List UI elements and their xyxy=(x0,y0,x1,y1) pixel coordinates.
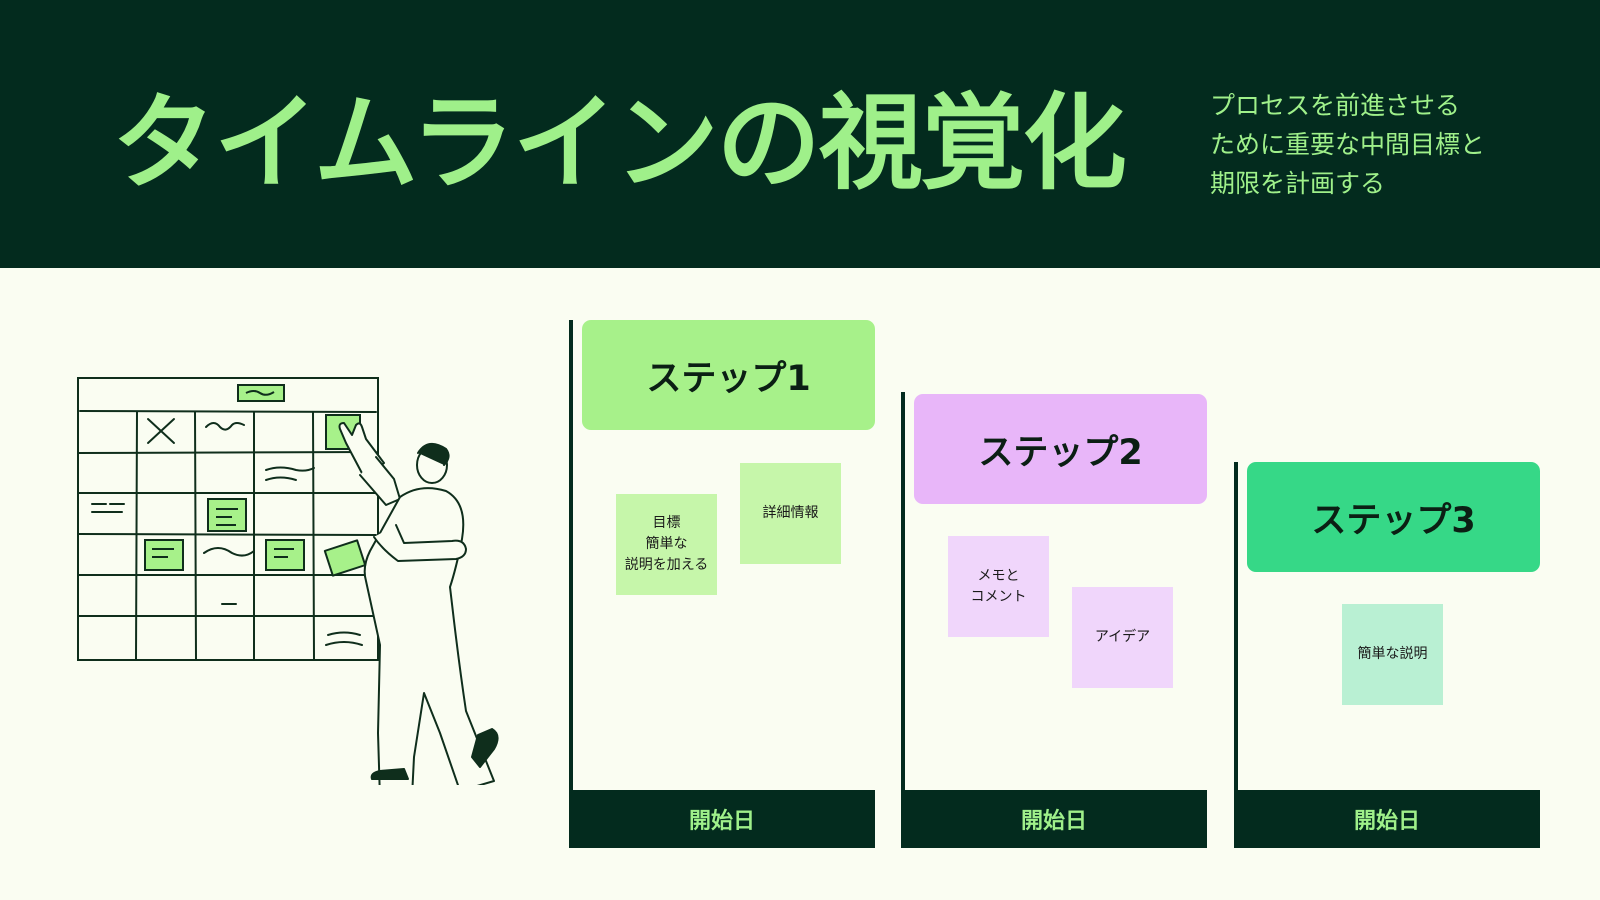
sticky-note-idea: アイデア xyxy=(1072,587,1173,688)
start-date-bar-1: 開始日 xyxy=(569,790,875,848)
step-column-2: ステップ2 メモと コメント アイデア 開始日 xyxy=(901,392,1207,848)
step-card-2: ステップ2 xyxy=(914,394,1207,504)
sticky-note-goal: 目標 簡単な 説明を加える xyxy=(616,494,717,595)
subtitle-line: 期限を計画する xyxy=(1210,169,1386,198)
sticky-note-memo: メモと コメント xyxy=(948,536,1049,637)
note-line: メモと xyxy=(977,567,1020,584)
note-line: 目標 xyxy=(652,515,681,531)
sticky-note-summary: 簡単な説明 xyxy=(1342,604,1443,705)
timeline-line xyxy=(1234,462,1238,848)
page-title: タイムラインの視覚化 xyxy=(112,82,1127,204)
start-date-bar-2: 開始日 xyxy=(901,790,1207,848)
timeline-line xyxy=(569,320,573,848)
header-banner: タイムラインの視覚化 プロセスを前進させる ために重要な中間目標と 期限を計画す… xyxy=(0,0,1600,268)
note-line: 簡単な xyxy=(645,536,688,552)
step-card-1: ステップ1 xyxy=(582,320,875,430)
note-line: 詳細情報 xyxy=(762,505,819,521)
step-card-3: ステップ3 xyxy=(1247,462,1540,572)
subtitle-line: プロセスを前進させる xyxy=(1210,91,1461,120)
calendar-illustration xyxy=(77,377,499,800)
step-column-3: ステップ3 簡単な説明 開始日 xyxy=(1234,462,1540,848)
page-subtitle: プロセスを前進させる ために重要な中間目標と 期限を計画する xyxy=(1210,86,1570,203)
note-line: コメント xyxy=(970,588,1027,605)
person-planning-calendar-icon xyxy=(70,375,510,800)
subtitle-line: ために重要な中間目標と xyxy=(1210,130,1486,159)
start-date-bar-3: 開始日 xyxy=(1234,790,1540,848)
note-line: アイデア xyxy=(1094,629,1151,645)
sticky-note-details: 詳細情報 xyxy=(740,463,841,564)
note-line: 簡単な説明 xyxy=(1357,646,1428,662)
timeline-line xyxy=(901,392,905,848)
step-column-1: ステップ1 目標 簡単な 説明を加える 詳細情報 開始日 xyxy=(569,320,875,848)
note-line: 説明を加える xyxy=(624,557,709,573)
